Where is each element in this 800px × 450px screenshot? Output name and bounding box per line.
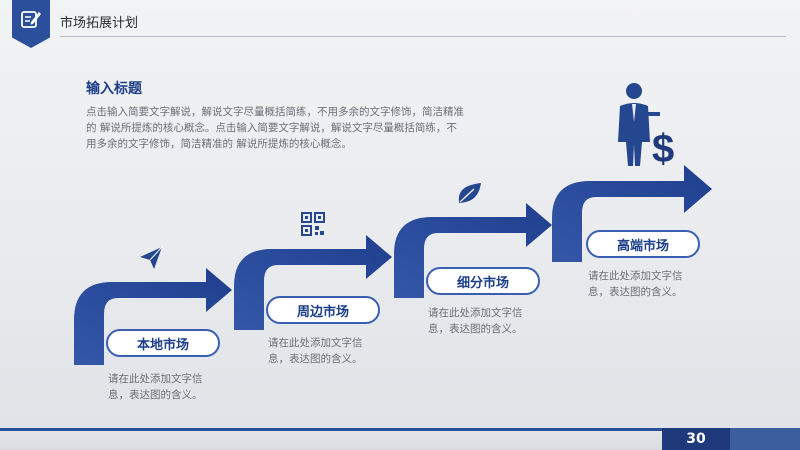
- svg-text:$: $: [652, 127, 674, 171]
- edit-icon: [21, 11, 41, 28]
- leaf-icon: [458, 183, 481, 203]
- step-desc-highend: 请在此处添加文字信息，表达图的含义。: [588, 270, 683, 298]
- paper-plane-icon: [140, 246, 163, 269]
- businessman-dollar-icon: $: [618, 83, 674, 171]
- footer-stripe: [0, 428, 800, 431]
- intro-title: 输入标题: [86, 81, 142, 97]
- footer-bar: [0, 428, 800, 450]
- footer-accent: [730, 428, 800, 450]
- page-number: 30: [662, 428, 730, 450]
- intro-text: 点击输入简要文字解说，解说文字尽量概括简练，不用多余的文字修饰，简洁精准的 解说…: [86, 106, 464, 150]
- header-divider: [60, 36, 786, 37]
- arrow-step-4: [552, 165, 712, 262]
- arrow-step-1: [74, 268, 232, 365]
- page-title: 市场拓展计划: [60, 16, 139, 31]
- step-desc-local: 请在此处添加文字信息，表达图的含义。: [108, 373, 203, 401]
- step-label-local: 本地市场: [106, 329, 220, 357]
- qr-code-icon: [301, 212, 325, 236]
- step-desc-segment: 请在此处添加文字信息，表达图的含义。: [428, 307, 523, 335]
- step-label-surrounding: 周边市场: [266, 296, 380, 324]
- step-label-highend: 高端市场: [586, 230, 700, 258]
- arrow-step-3: [394, 203, 552, 298]
- header-badge: [12, 0, 50, 48]
- arrow-step-2: [234, 235, 392, 330]
- step-label-segment: 细分市场: [426, 267, 540, 295]
- step-desc-surrounding: 请在此处添加文字信息，表达图的含义。: [268, 337, 363, 365]
